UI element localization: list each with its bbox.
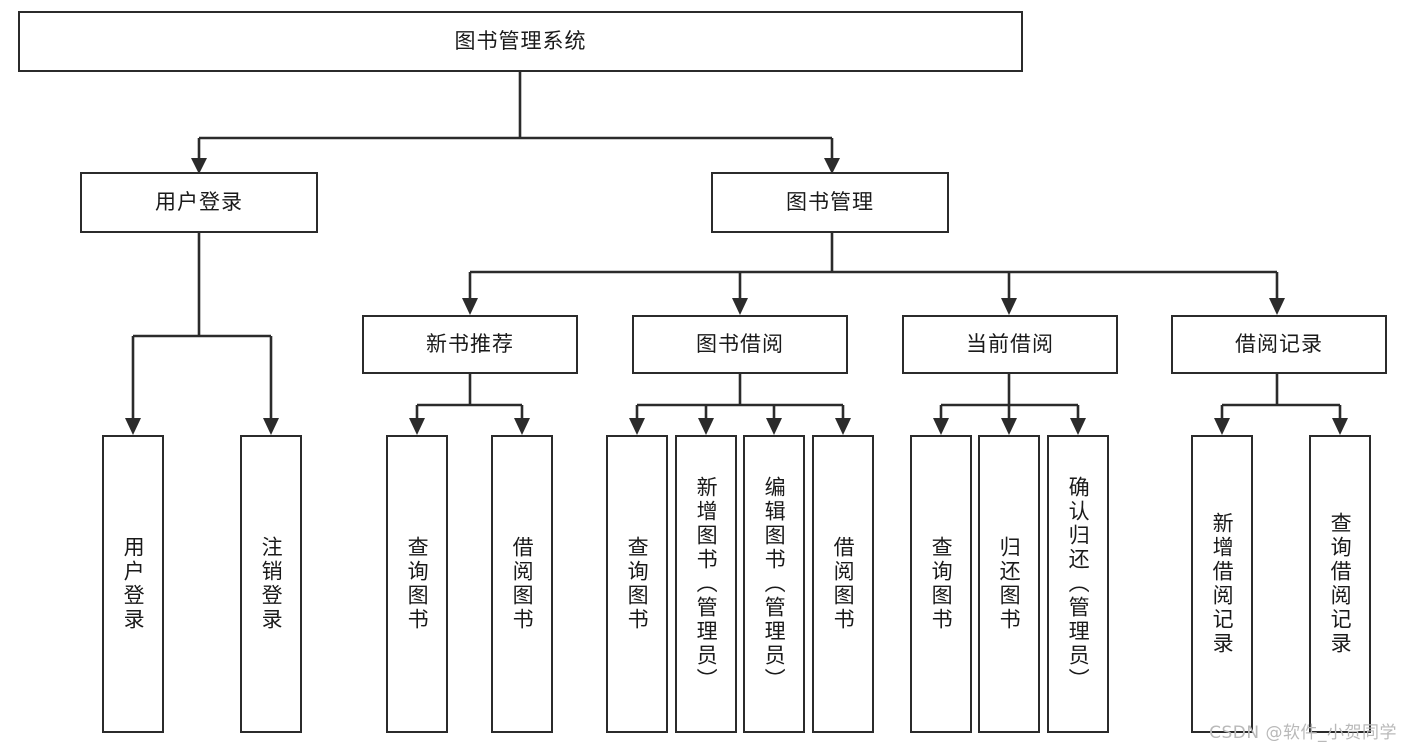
- leaf-currentborrow-confirm-return-admin[interactable]: 确认归还（管理员）: [1047, 435, 1109, 733]
- arrowhead-bb-borrow: [835, 418, 851, 435]
- arrowhead-newbook-borrow: [514, 418, 530, 435]
- leaf-user-login[interactable]: 用户登录: [102, 435, 164, 733]
- node-label: 查询图书: [625, 536, 650, 632]
- node-label: 编辑图书（管理员）: [762, 476, 787, 692]
- node-book-management[interactable]: 图书管理: [711, 172, 949, 233]
- node-label: 新增借阅记录: [1210, 512, 1235, 656]
- node-root-system[interactable]: 图书管理系统: [18, 11, 1023, 72]
- leaf-bookborrow-query-book[interactable]: 查询图书: [606, 435, 668, 733]
- node-user-login[interactable]: 用户登录: [80, 172, 318, 233]
- node-label: 图书管理: [786, 190, 874, 215]
- node-label: 用户登录: [121, 536, 146, 632]
- node-label: 借阅记录: [1235, 332, 1323, 357]
- leaf-bookborrow-edit-book-admin[interactable]: 编辑图书（管理员）: [743, 435, 805, 733]
- arrowhead-leaf-user-login: [125, 418, 141, 435]
- leaf-logout[interactable]: 注销登录: [240, 435, 302, 733]
- arrowhead-newbook-query: [409, 418, 425, 435]
- node-label: 借阅图书: [831, 536, 856, 632]
- arrowhead-current-borrow: [1001, 298, 1017, 315]
- leaf-currentborrow-query-book[interactable]: 查询图书: [910, 435, 972, 733]
- node-label: 借阅图书: [510, 536, 535, 632]
- arrowhead-br-add: [1214, 418, 1230, 435]
- arrowhead-br-query: [1332, 418, 1348, 435]
- node-label: 查询图书: [405, 536, 430, 632]
- arrowhead-cb-query: [933, 418, 949, 435]
- node-label: 新书推荐: [426, 332, 514, 357]
- node-borrow-record[interactable]: 借阅记录: [1171, 315, 1387, 374]
- node-label: 图书借阅: [696, 332, 784, 357]
- node-label: 归还图书: [997, 536, 1022, 632]
- node-label: 查询图书: [929, 536, 954, 632]
- node-label: 图书管理系统: [454, 29, 587, 54]
- arrowhead-book-borrow: [732, 298, 748, 315]
- arrowhead-bb-query: [629, 418, 645, 435]
- arrowhead-cb-confirm: [1070, 418, 1086, 435]
- node-label: 注销登录: [259, 536, 284, 632]
- leaf-bookborrow-add-book-admin[interactable]: 新增图书（管理员）: [675, 435, 737, 733]
- arrowhead-cb-return: [1001, 418, 1017, 435]
- leaf-newbook-borrow-book[interactable]: 借阅图书: [491, 435, 553, 733]
- leaf-borrowrecord-add-record[interactable]: 新增借阅记录: [1191, 435, 1253, 733]
- node-label: 用户登录: [155, 190, 243, 215]
- node-label: 新增图书（管理员）: [694, 476, 719, 692]
- node-current-borrow[interactable]: 当前借阅: [902, 315, 1118, 374]
- node-book-borrow[interactable]: 图书借阅: [632, 315, 848, 374]
- node-label: 查询借阅记录: [1328, 512, 1353, 656]
- leaf-currentborrow-return-book[interactable]: 归还图书: [978, 435, 1040, 733]
- arrowhead-new-book: [462, 298, 478, 315]
- arrowhead-leaf-logout: [263, 418, 279, 435]
- leaf-bookborrow-borrow-book[interactable]: 借阅图书: [812, 435, 874, 733]
- node-new-book-recommend[interactable]: 新书推荐: [362, 315, 578, 374]
- arrowhead-bb-add: [698, 418, 714, 435]
- node-label: 当前借阅: [966, 332, 1054, 357]
- arrowhead-bb-edit: [766, 418, 782, 435]
- leaf-borrowrecord-query-record[interactable]: 查询借阅记录: [1309, 435, 1371, 733]
- csdn-watermark: CSDN @软件_小贺同学: [1209, 723, 1397, 743]
- node-label: 确认归还（管理员）: [1066, 476, 1091, 692]
- leaf-newbook-query-book[interactable]: 查询图书: [386, 435, 448, 733]
- arrowhead-borrow-record: [1269, 298, 1285, 315]
